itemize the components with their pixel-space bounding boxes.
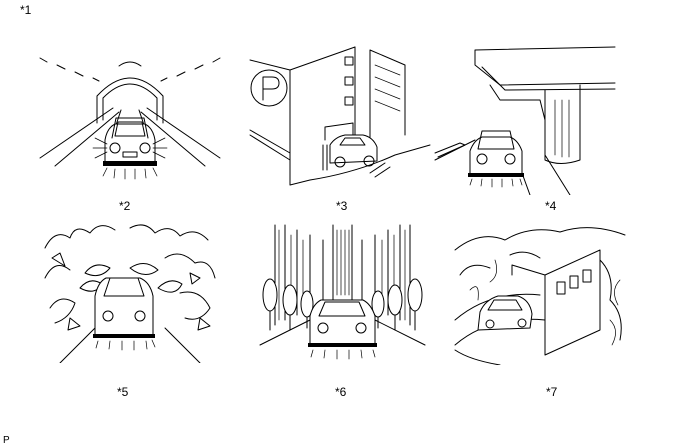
overpass-car-icon [434, 46, 616, 195]
forest-road-car-icon [44, 224, 216, 363]
panel-tunnel: *2 [35, 48, 225, 212]
city-street-car-icon [259, 224, 426, 360]
figure-label-top: *1 [20, 3, 32, 17]
figure-label-bottom: P [3, 435, 10, 446]
tunnel-car-icon [39, 57, 221, 180]
parking-garage-car-icon [249, 46, 431, 186]
panel-parking-garage: *3 [245, 45, 435, 212]
panel-forest-road: *5 [40, 218, 220, 398]
mountain-road-car-icon [454, 227, 626, 365]
panel-label-3: *3 [336, 199, 348, 213]
panel-label-2: *2 [119, 199, 131, 213]
panel-label-4: *4 [545, 199, 557, 213]
panel-label-7: *7 [546, 385, 558, 399]
panel-overpass: *4 [430, 45, 620, 212]
panel-label-6: *6 [335, 385, 347, 399]
panel-city-street: *6 [255, 220, 430, 398]
panel-label-5: *5 [117, 385, 129, 399]
panel-mountain-road: *7 [450, 220, 635, 398]
